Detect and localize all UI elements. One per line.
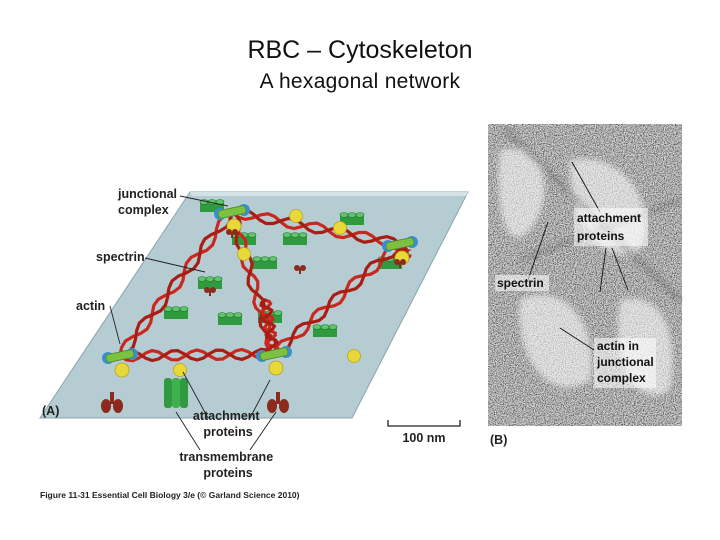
transmembrane-cluster (312, 324, 338, 337)
junctional-complex (102, 348, 138, 378)
spectrin-strand (118, 347, 276, 363)
spectrin-strand (259, 298, 280, 356)
transmembrane-cluster (282, 232, 308, 245)
transmembrane-proteins-below (101, 378, 289, 413)
attachment-protein (237, 247, 251, 261)
anchor-protein (204, 287, 216, 296)
label-a: (A) (42, 404, 59, 418)
label-attachment-proteins-a: attachment proteins (193, 409, 263, 439)
label-junctional-complex: junctional complex (117, 187, 181, 217)
attachment-protein (347, 349, 361, 363)
transmembrane-protein-clusters (163, 199, 403, 337)
transmembrane-cluster (252, 256, 278, 269)
transmembrane-cluster (163, 306, 189, 319)
spectrin-strand (272, 242, 402, 356)
spectrin-strand (230, 207, 402, 249)
slide-title: RBC – Cytoskeleton (247, 36, 473, 64)
label-attachment-proteins-b: attachment proteins (577, 211, 644, 243)
transmembrane-cluster (339, 212, 365, 225)
label-spectrin: spectrin (96, 250, 145, 264)
label-actin-junctional: actin in junctional complex (596, 339, 657, 385)
transmembrane-cluster (197, 276, 223, 289)
spectrin-strand (118, 210, 234, 358)
label-actin: actin (76, 299, 105, 313)
leader-lines-b (527, 161, 629, 351)
label-spectrin-b: spectrin (497, 276, 544, 290)
junctional-complex (382, 236, 418, 266)
label-transmembrane-proteins: transmembrane proteins (179, 450, 276, 480)
panel-a: junctional complex spectrin actin (A) at… (39, 187, 469, 480)
attachment-protein (289, 209, 303, 223)
anchor-protein (394, 259, 406, 268)
scale-bar-label: 100 nm (402, 431, 445, 445)
leader-lines-a (109, 195, 277, 451)
attachment-protein (333, 221, 347, 235)
anchor-protein (226, 229, 238, 238)
scale-bar: 100 nm (387, 420, 461, 445)
junctional-complex (256, 346, 292, 376)
transmembrane-cluster (217, 312, 243, 325)
anchor-protein (294, 265, 306, 274)
label-b: (B) (490, 433, 507, 447)
slide-subtitle: A hexagonal network (259, 70, 461, 93)
junctional-complexes (102, 204, 418, 378)
panel-b: attachment proteins spectrin actin in ju… (488, 124, 683, 447)
figure-caption: Figure 11-31 Essential Cell Biology 3/e … (40, 490, 300, 500)
spectrin-network (118, 207, 413, 363)
